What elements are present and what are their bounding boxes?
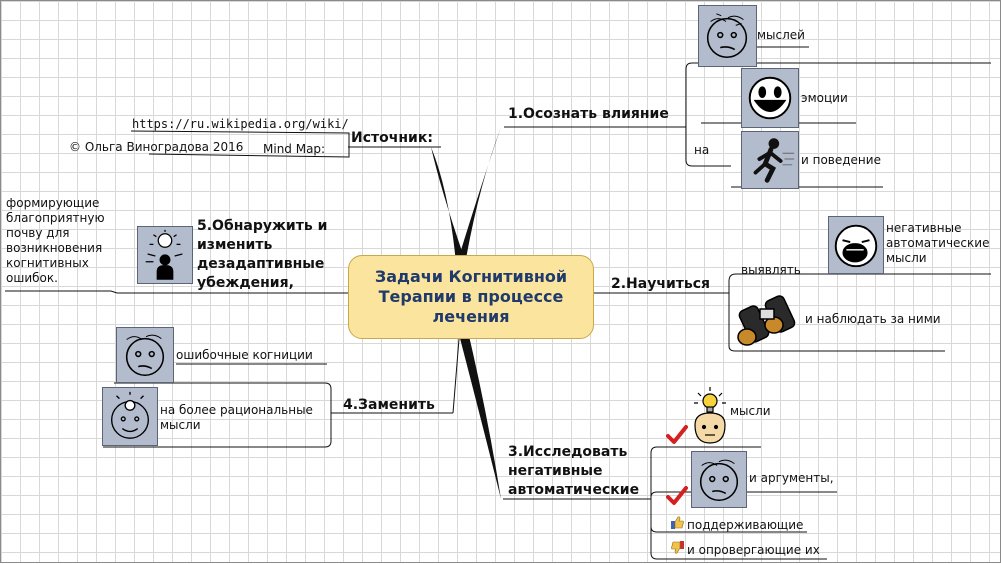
person-lightbulb-icon: [137, 226, 193, 284]
branch-5-label[interactable]: 5.Обнаружить и изменить дезадаптивные уб…: [197, 218, 328, 291]
branch-4-rational[interactable]: на более рациональные мысли: [160, 403, 313, 432]
branch-1-behavior[interactable]: и поведение: [801, 153, 881, 167]
source-url[interactable]: https://ru.wikipedia.org/wiki/: [132, 117, 349, 131]
branch-3-thoughts[interactable]: мысли: [730, 404, 771, 418]
thumbs-up-icon: [670, 515, 685, 530]
author-credit: © Ольга Виноградова 2016: [69, 140, 244, 154]
branch-5-note[interactable]: формирующие благоприятную почву для возн…: [6, 196, 105, 285]
thinking-face-icon: [698, 5, 757, 67]
central-topic[interactable]: Задачи Когнитивной Терапии в процессе ле…: [348, 255, 594, 339]
branch-3-label[interactable]: 3.Исследовать негативные автоматические: [508, 444, 640, 498]
branch-3-arguments[interactable]: и аргументы,: [749, 471, 834, 485]
branch-2-identify: выявлять: [741, 263, 801, 277]
checkmark-icon: [666, 425, 688, 445]
branch-1-thoughts[interactable]: мыслей: [757, 28, 805, 42]
branch-2-observe[interactable]: и наблюдать за ними: [805, 312, 941, 326]
branch-source-connector: [431, 147, 466, 263]
branch-1-emotions[interactable]: эмоции: [801, 91, 848, 105]
shouting-face-icon: [828, 216, 884, 274]
branch-1-connector: [453, 127, 501, 276]
branch-1-label[interactable]: 1.Осознать влияние: [508, 106, 669, 122]
binoculars-icon: [734, 289, 804, 351]
branch-4-errors[interactable]: ошибочные когниции: [176, 348, 313, 362]
branch-3-supporting[interactable]: поддерживающие: [687, 518, 804, 532]
mindmap-label: Mind Map:: [263, 142, 326, 156]
source-label[interactable]: Источник:: [351, 130, 433, 146]
branch-3-refuting[interactable]: и опровергающие их: [687, 543, 820, 557]
idea-face-icon: [102, 387, 158, 446]
running-person-icon: [741, 131, 799, 189]
branch-2-label[interactable]: 2.Научиться: [611, 276, 711, 292]
thumbs-down-icon: [670, 540, 685, 555]
lightbulb-head-icon: [689, 385, 731, 447]
smiley-face-icon: [741, 68, 799, 128]
thinking-face-icon: [116, 327, 174, 383]
branch-1-on: на: [694, 143, 710, 157]
branch-3-connector: [456, 323, 501, 499]
branch-2-negative-thoughts[interactable]: негативные автоматические мысли: [886, 221, 990, 265]
branch-4-label[interactable]: 4.Заменить: [343, 397, 435, 413]
checkmark-icon: [666, 486, 688, 506]
thinking-face-icon: [691, 451, 747, 508]
